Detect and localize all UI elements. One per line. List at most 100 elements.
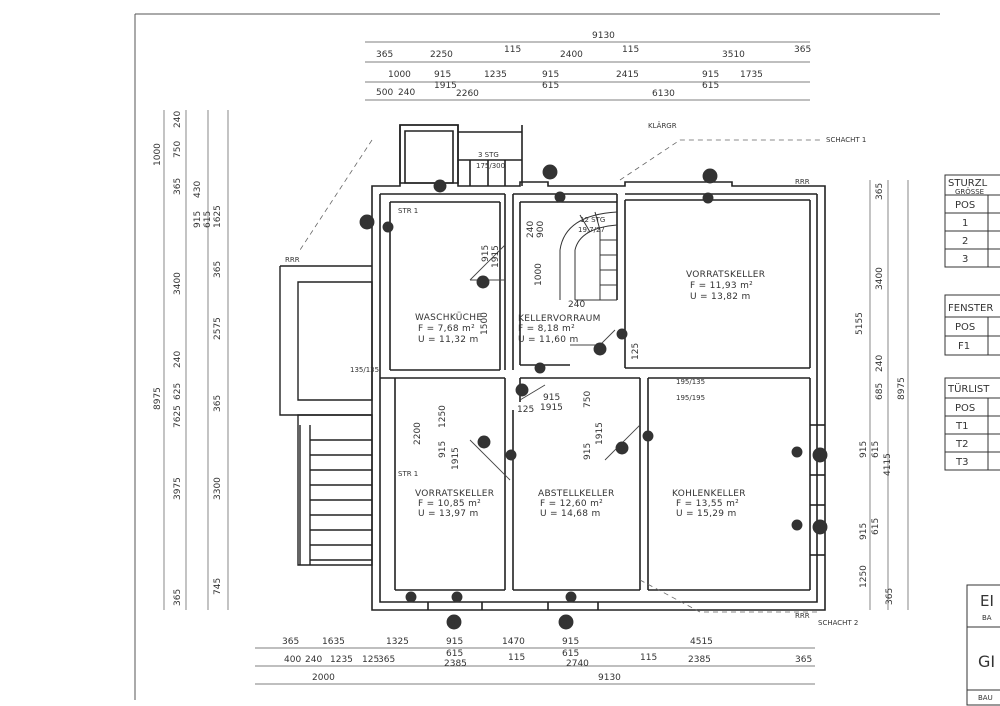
dim-left-3: 365: [173, 178, 183, 195]
fenster-row-1: F1: [958, 341, 970, 352]
room-perimeter-vorratskeller-sw: U = 13,97 m: [418, 509, 479, 519]
dim-left-18: 745: [213, 578, 223, 595]
marker-t2-a: T2: [477, 279, 487, 287]
dim-top-r3-0: 500: [376, 88, 393, 98]
bottom-dimensions: 365 1635 1325 915 1470 915 4515 400 240 …: [282, 637, 812, 683]
dim-right-6: 915: [859, 441, 869, 458]
tur-row-2: T2: [955, 439, 968, 450]
room-name-kellervorraum: KELLERVORRAUM: [518, 314, 601, 324]
dim-right-3: 240: [875, 355, 885, 372]
dim-bot-r1-6: 4515: [690, 637, 713, 647]
dim-bot-r1-5: 915: [562, 637, 579, 647]
dim-top-r2-0: 1000: [388, 70, 411, 80]
label-str-2: STR 1: [398, 470, 418, 478]
sturz-row-1: 1: [962, 218, 968, 229]
room-perimeter-waschkuche: U = 11,32 m: [418, 335, 479, 345]
marker-f1-g: F1: [560, 619, 568, 627]
room-name-kohlenkeller: KOHLENKELLER: [672, 489, 746, 499]
sturz-row-2: 2: [962, 236, 968, 247]
room-perimeter-kohlenkeller: U = 15,29 m: [676, 509, 737, 519]
dim-int-2: 1500: [480, 312, 490, 335]
label-klarger: KLÄRGR: [648, 121, 677, 130]
dim-left-5: 915: [193, 211, 203, 228]
label-stg-stair: 12 STG: [580, 216, 605, 224]
marker-1-e: 1: [794, 449, 798, 457]
dim-top-r2-5: 915: [702, 70, 719, 80]
dim-int-12: 125: [517, 405, 534, 415]
dim-int-4: 2200: [413, 422, 423, 445]
sturz-row-3: 3: [962, 254, 968, 265]
dim-top-r3-2: 2260: [456, 89, 479, 99]
dim-left-1: 750: [173, 141, 183, 158]
tur-row-3: T3: [955, 457, 968, 468]
marker-1-f: 1: [794, 522, 798, 530]
label-stg-top-ratio: 175/300: [476, 162, 505, 170]
title-block-line1: EI: [980, 592, 994, 610]
dim-right-1: 3400: [875, 267, 885, 290]
dim-top-r1-4: 115: [622, 45, 639, 55]
dim-right-11: 1250: [859, 565, 869, 588]
dim-bot-r1-1: 1635: [322, 637, 345, 647]
room-area-kohlenkeller: F = 13,55 m²: [676, 499, 739, 509]
dim-top-r1-6: 365: [794, 45, 811, 55]
marker-1-c: 1: [454, 594, 458, 602]
marker-f1-e: F1: [814, 524, 822, 532]
dim-right-2: 5155: [855, 312, 865, 335]
dim-top-r2-2: 1235: [484, 70, 507, 80]
dim-int-5: 915: [438, 441, 448, 458]
marker-1-h: 1: [408, 594, 412, 602]
room-perimeter-kellervorraum: U = 11,60 m: [518, 335, 579, 345]
dim-right-0: 365: [875, 183, 885, 200]
marker-3-c: 3: [645, 433, 649, 441]
marker-2: 2: [537, 365, 541, 373]
marker-t1: T1: [434, 183, 444, 191]
dim-top-r2-4: 2415: [616, 70, 639, 80]
schedule-table-text: STURZL GRÖSSE POS 1 2 3 FENSTER POS F1 T…: [947, 178, 995, 702]
dim-bot-r1-2: 1325: [386, 637, 409, 647]
dim-bot-mid-1: 115: [508, 653, 525, 663]
dim-left-15: 7625: [173, 405, 183, 428]
dim-left-16: 3975: [173, 477, 183, 500]
dim-left-14: 8975: [153, 387, 163, 410]
dim-int-3: 1250: [438, 405, 448, 428]
title-block-line2: GI: [978, 652, 995, 671]
dim-right-10: 915: [859, 523, 869, 540]
dim-top-r2s-1: 615: [542, 81, 559, 91]
room-area-vorratskeller-ne: F = 11,93 m²: [690, 281, 753, 291]
dim-bot-r3-1: 9130: [598, 673, 621, 683]
dim-bot-r2-6: 615: [562, 649, 579, 659]
left-annex: [280, 266, 372, 565]
dim-int-16: 1000: [534, 263, 544, 286]
marker-1-d: 1: [568, 594, 572, 602]
dim-bot-r1-0: 365: [282, 637, 299, 647]
label-str-1: STR 1: [398, 207, 418, 215]
label-rrr-1: RRR: [285, 256, 300, 264]
dim-int-11: 1915: [595, 422, 605, 445]
dim-right-9: 615: [871, 518, 881, 535]
dim-left-6: 615: [203, 211, 213, 228]
dim-right-8: 4115: [883, 453, 893, 476]
dim-left-17: 3300: [213, 477, 223, 500]
markers: F1 F1 F1 F1 F1 F1 F1 T1 T2 T3 T2 T3 T2 1…: [360, 165, 827, 629]
title-block-line3: BAU: [978, 694, 993, 702]
dim-int-1: 1915: [491, 245, 501, 268]
dim-left-8: 3400: [173, 272, 183, 295]
dim-bot-r2-7: 2385: [688, 655, 711, 665]
marker-1-b: 1: [705, 195, 709, 203]
dimension-lines: [164, 42, 908, 684]
dim-top-r2-3: 915: [542, 70, 559, 80]
marker-f1-d: F1: [814, 452, 822, 460]
dim-int-14: 240: [526, 221, 536, 238]
label-vent-2: 195/195: [676, 394, 705, 402]
label-vent-3: 135/135: [350, 366, 379, 374]
dim-bot-r2-1: 240: [305, 655, 322, 665]
marker-1-a: 1: [385, 224, 389, 232]
sturz-sub: GRÖSSE: [955, 187, 984, 196]
marker-t2-c: T2: [616, 445, 626, 453]
dim-top-r1-2: 115: [504, 45, 521, 55]
dim-top-r1-3: 2400: [560, 50, 583, 60]
tur-title: TÜRLIST: [947, 382, 990, 395]
label-stg-top: 3 STG: [478, 151, 499, 159]
site-outline: [300, 140, 820, 612]
